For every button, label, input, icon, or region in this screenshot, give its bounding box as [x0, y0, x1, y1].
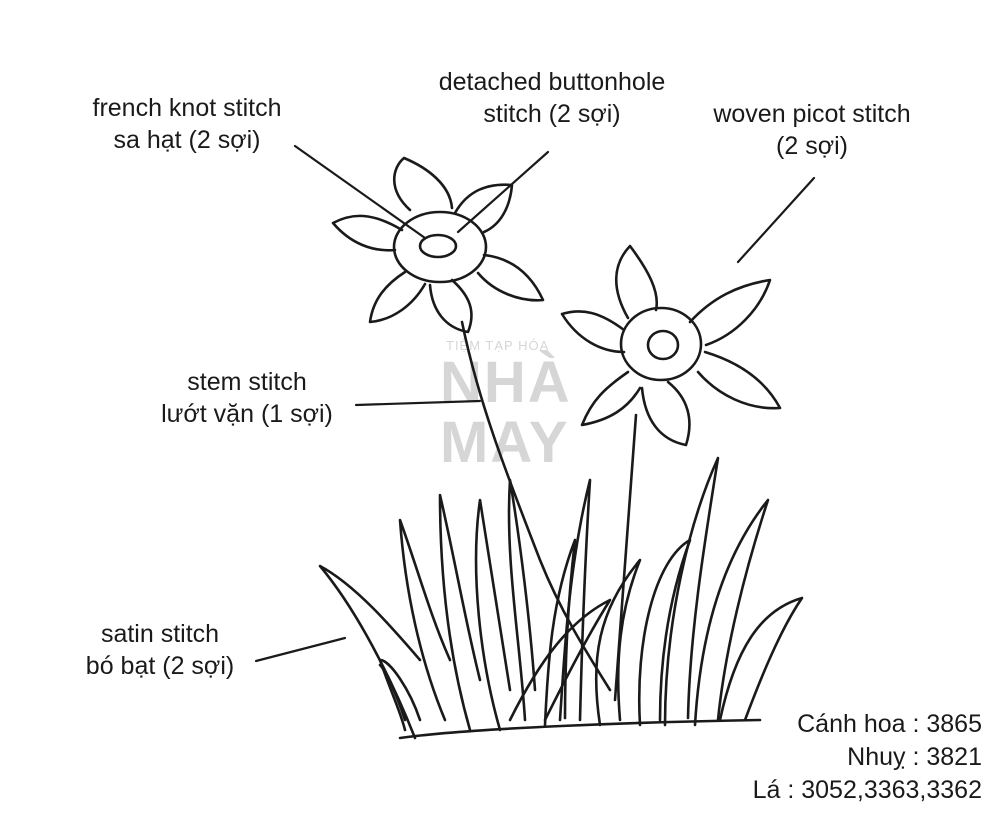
buttonhole-label: detached buttonhole stitch (2 sợi) — [420, 66, 684, 130]
left-flower-petal-top — [393, 156, 454, 212]
left-flower-stem — [460, 320, 612, 692]
french-knot-label-line-1: french knot stitch — [92, 94, 282, 122]
legend-petals: Cánh hoa : 3865 — [797, 710, 982, 738]
stem-label: stem stitch lướt vặn (1 sợi) — [138, 366, 356, 430]
left-flower-petal-right — [476, 253, 545, 302]
leader-lines — [254, 144, 816, 663]
right-flower-petal-bottom — [640, 380, 691, 447]
stem-leader — [354, 399, 482, 407]
legend-leaves: Lá : 3052,3363,3362 — [752, 776, 982, 804]
picot-label-line-1: woven picot stitch — [713, 100, 911, 128]
grass-leaves — [318, 456, 804, 740]
left-flower-petal-left — [331, 214, 404, 252]
right-flower-petal-upper-right — [688, 278, 772, 347]
left-flower-petal-lower-left — [368, 270, 427, 324]
left-flower-cup — [392, 210, 488, 284]
watermark-line-1: TIỆM TẠP HÓA — [446, 338, 550, 353]
buttonhole-label-line-2: stitch (2 sợi) — [483, 100, 621, 128]
stem-label-line-2: lướt vặn (1 sợi) — [161, 400, 333, 428]
french-knot-leader — [293, 144, 427, 240]
satin-leader — [254, 636, 347, 663]
right-flower-petal-left — [560, 310, 626, 354]
french-knot-label-line-2: sa hạt (2 sợi) — [113, 126, 261, 154]
buttonhole-leader — [456, 150, 550, 234]
left-flower-center — [418, 233, 458, 259]
right-flower-cup — [619, 306, 703, 382]
picot-leader — [736, 176, 816, 264]
right-flower-petal-right — [696, 350, 782, 410]
right-flower — [560, 244, 782, 447]
satin-label: satin stitch bó bạt (2 sợi) — [72, 618, 248, 682]
thread-color-legend: Cánh hoa : 3865 Nhuỵ : 3821 Lá : 3052,33… — [753, 708, 982, 807]
picot-label-line-2: (2 sợi) — [776, 132, 848, 160]
french-knot-label: french knot stitch sa hạt (2 sợi) — [78, 92, 296, 156]
right-flower-center — [646, 329, 680, 361]
buttonhole-label-line-1: detached buttonhole — [438, 68, 666, 96]
picot-label: woven picot stitch (2 sợi) — [696, 98, 928, 162]
stem-label-line-1: stem stitch — [187, 368, 307, 396]
satin-label-line-1: satin stitch — [100, 620, 220, 648]
flower-stems — [460, 320, 638, 702]
right-flower-petal-lower-left — [580, 370, 642, 427]
legend-center: Nhuỵ : 3821 — [847, 743, 982, 771]
satin-label-line-2: bó bạt (2 sợi) — [85, 652, 235, 680]
left-flower-petal-bottom — [428, 278, 473, 334]
right-flower-petal-top — [614, 244, 659, 320]
